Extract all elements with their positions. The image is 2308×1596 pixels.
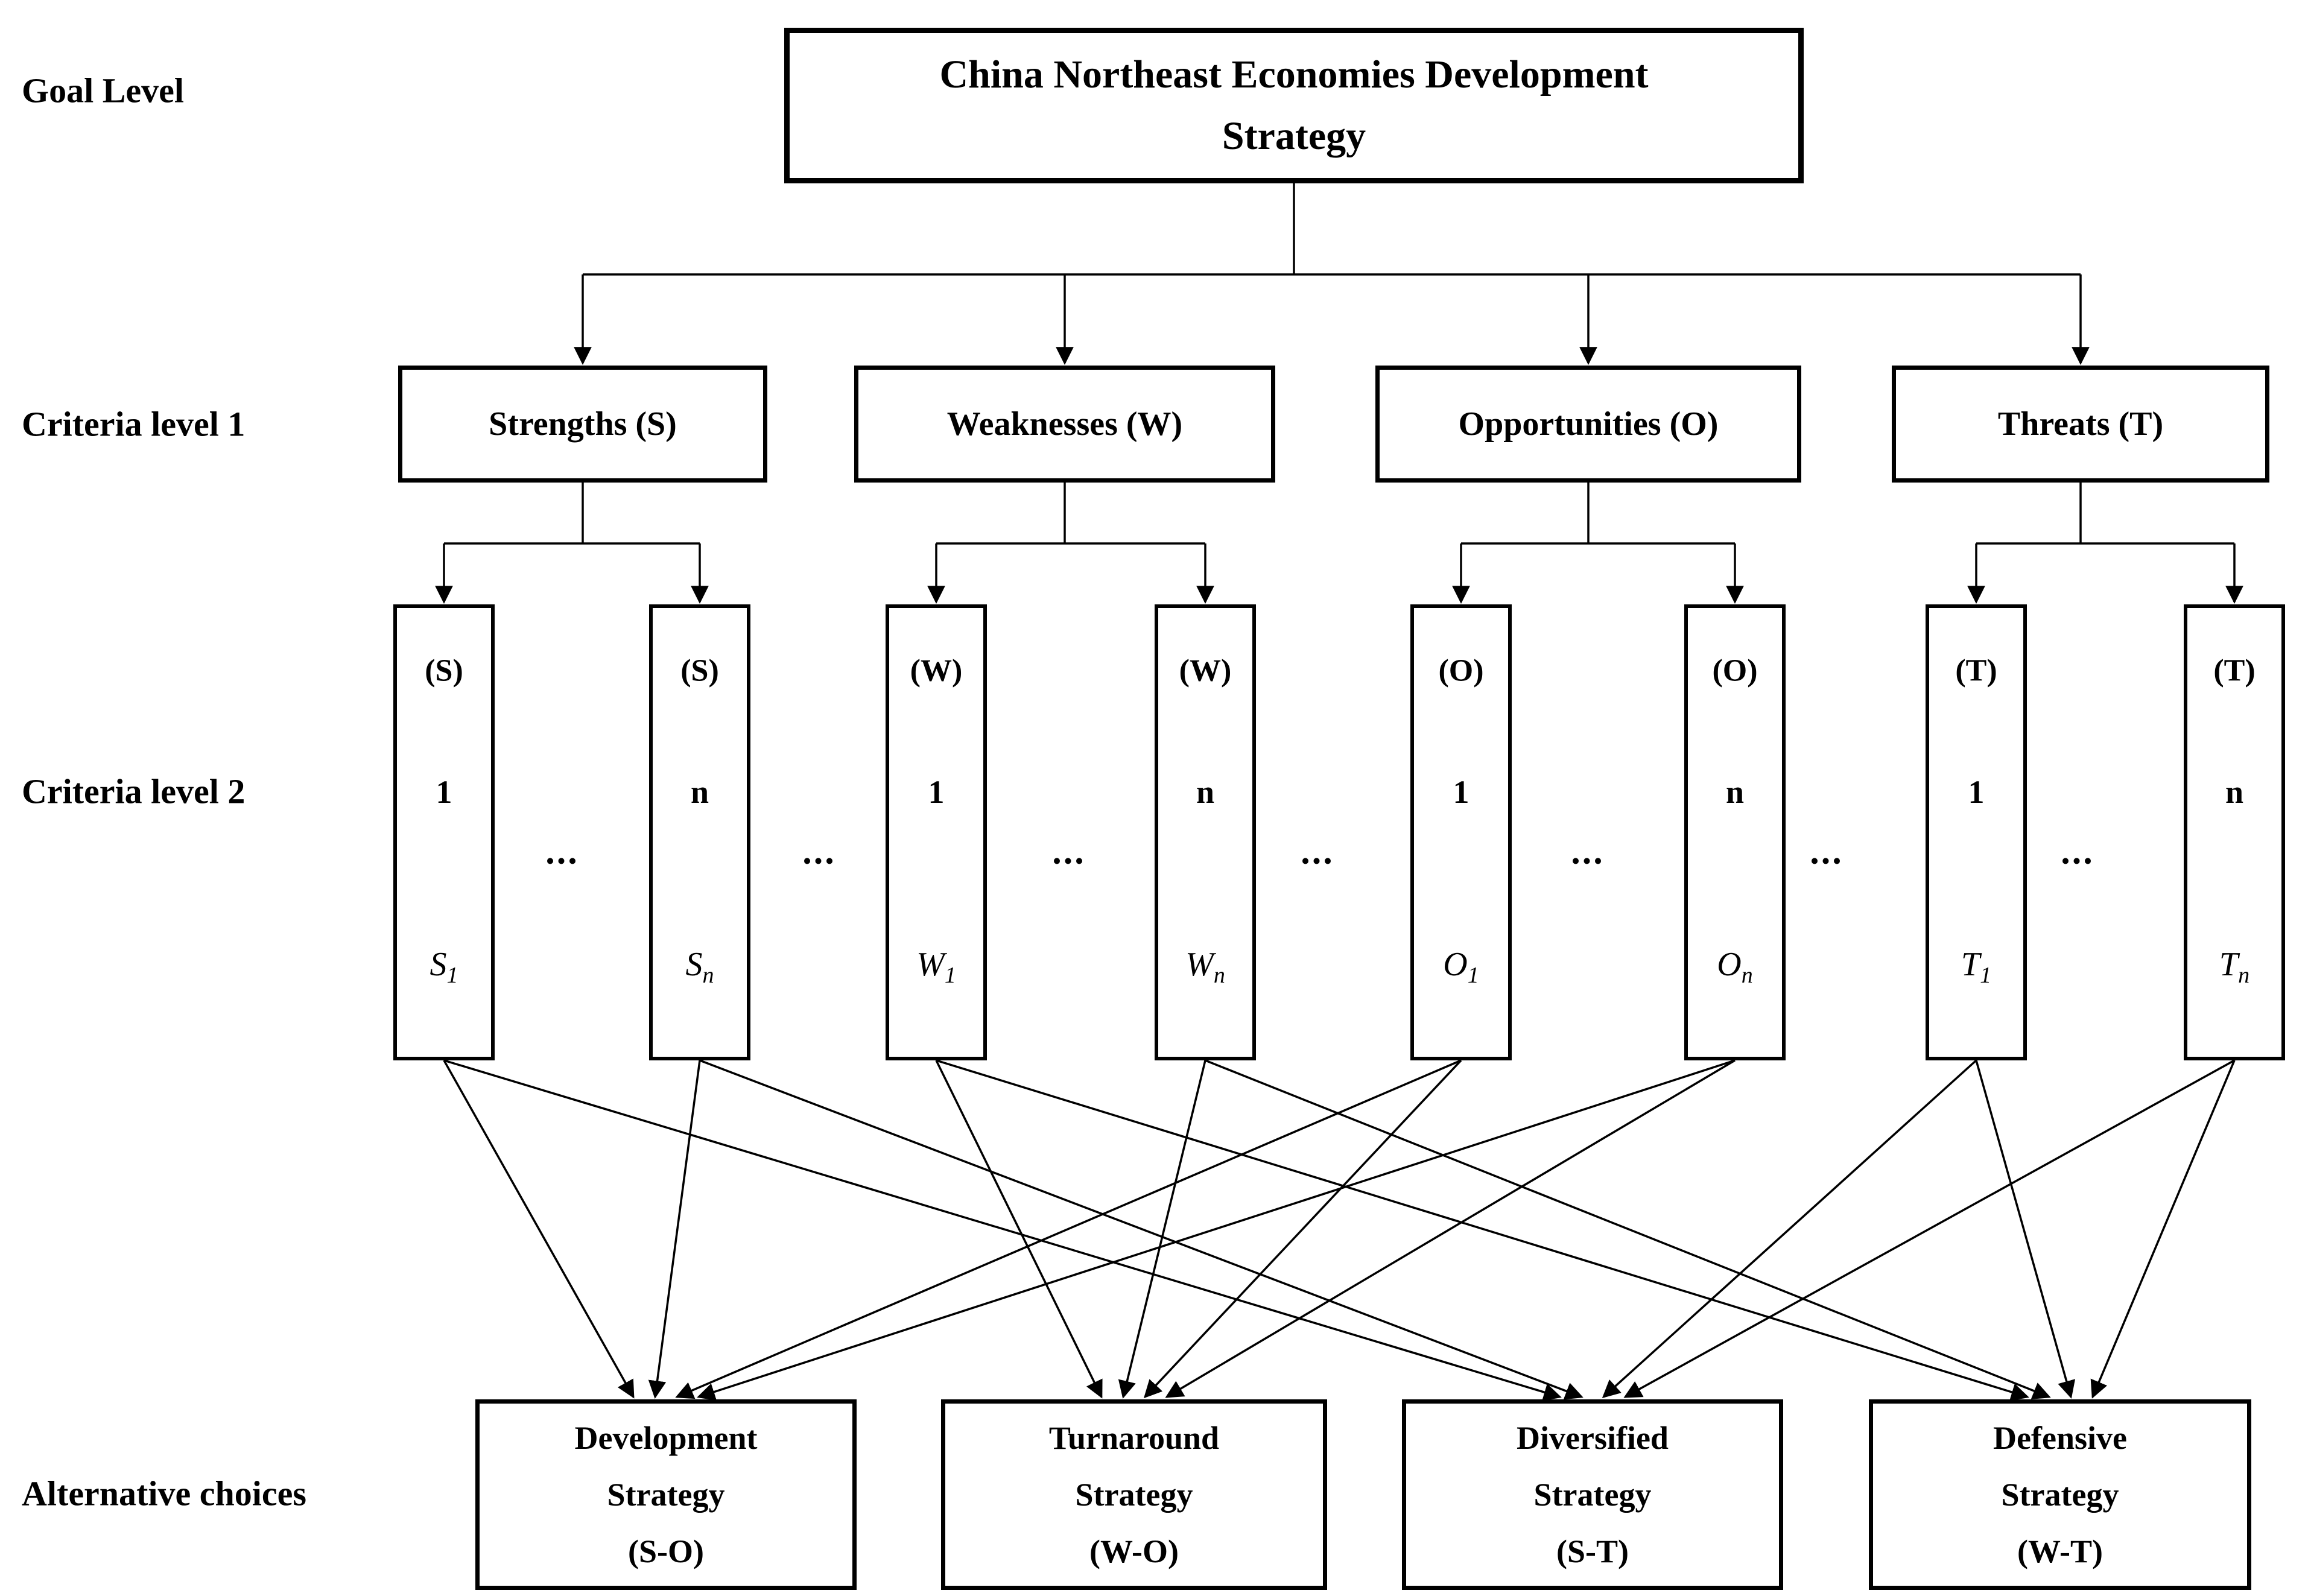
criteria2-node-wn: (W) n Wn bbox=[1155, 604, 1256, 1060]
row-label-criteria-level-1: Criteria level 1 bbox=[22, 404, 246, 444]
criteria1-node-threats: Threats (T) bbox=[1892, 366, 2269, 483]
row-label-criteria-level-2: Criteria level 2 bbox=[22, 771, 246, 811]
criteria2-index-label: n bbox=[690, 774, 709, 811]
alternative-node-turnaround: Turnaround Strategy (W-O) bbox=[941, 1399, 1327, 1590]
ellipsis: ... bbox=[2061, 831, 2094, 872]
criteria2-group-label: (W) bbox=[910, 653, 963, 688]
goal-node: China Northeast Economies Development St… bbox=[784, 28, 1804, 183]
criteria2-index-label: n bbox=[1725, 774, 1745, 811]
criteria2-node-sn: (S) n Sn bbox=[649, 604, 750, 1060]
ellipsis: ... bbox=[1301, 831, 1334, 872]
alternative-line: (W-T) bbox=[2017, 1533, 2103, 1569]
goal-title-line2: Strategy bbox=[1222, 114, 1366, 158]
criteria2-node-t1: (T) 1 T1 bbox=[1926, 604, 2027, 1060]
ellipsis: ... bbox=[1052, 831, 1086, 872]
alternative-line: Defensive bbox=[1993, 1420, 2127, 1457]
criteria1-node-strengths: Strengths (S) bbox=[398, 366, 767, 483]
criteria2-index-label: 1 bbox=[1968, 774, 1985, 811]
criteria1-node-weaknesses: Weaknesses (W) bbox=[854, 366, 1275, 483]
alternative-line: Turnaround bbox=[1048, 1420, 1220, 1457]
criteria2-group-label: (S) bbox=[680, 653, 719, 688]
alternative-line: Strategy bbox=[1075, 1477, 1193, 1513]
criteria2-symbol: W1 bbox=[916, 946, 956, 989]
criteria2-node-w1: (W) 1 W1 bbox=[886, 604, 987, 1060]
criteria2-symbol: On bbox=[1717, 946, 1753, 989]
alternative-line: (S-O) bbox=[628, 1533, 704, 1569]
criteria2-index-label: 1 bbox=[1453, 774, 1469, 811]
alternative-node-defensive: Defensive Strategy (W-T) bbox=[1869, 1399, 2251, 1590]
goal-title-line1: China Northeast Economies Development bbox=[939, 52, 1649, 97]
alternative-line: Strategy bbox=[607, 1477, 725, 1513]
alternative-line: Development bbox=[574, 1420, 758, 1457]
criteria2-index-label: 1 bbox=[928, 774, 945, 811]
alternative-line: (W-O) bbox=[1089, 1533, 1179, 1569]
alternative-node-development: Development Strategy (S-O) bbox=[475, 1399, 857, 1590]
criteria2-symbol: Tn bbox=[2219, 946, 2250, 989]
alternative-line: Strategy bbox=[2001, 1477, 2119, 1513]
criteria2-node-tn: (T) n Tn bbox=[2184, 604, 2285, 1060]
row-label-goal-level: Goal Level bbox=[22, 71, 185, 110]
criteria2-group-label: (S) bbox=[425, 653, 463, 688]
row-label-alternative-choices: Alternative choices bbox=[22, 1474, 306, 1513]
criteria2-group-label: (O) bbox=[1712, 653, 1758, 688]
criteria2-index-label: n bbox=[2225, 774, 2244, 811]
criteria2-symbol: Sn bbox=[685, 946, 714, 989]
alternative-node-diversified: Diversified Strategy (S-T) bbox=[1402, 1399, 1783, 1590]
criteria2-index-label: 1 bbox=[436, 774, 452, 811]
criteria2-node-o1: (O) 1 O1 bbox=[1410, 604, 1512, 1060]
alternative-line: (S-T) bbox=[1556, 1533, 1629, 1569]
criteria2-group-label: (W) bbox=[1179, 653, 1232, 688]
criteria2-node-s1: (S) 1 S1 bbox=[393, 604, 495, 1060]
criteria2-index-label: n bbox=[1196, 774, 1215, 811]
criteria2-group-label: (T) bbox=[2213, 653, 2256, 688]
ellipsis: ... bbox=[1571, 831, 1605, 872]
criteria2-node-on: (O) n On bbox=[1684, 604, 1786, 1060]
criteria2-symbol: O1 bbox=[1443, 946, 1479, 989]
ellipsis: ... bbox=[802, 831, 836, 872]
ellipsis: ... bbox=[545, 831, 579, 872]
criteria1-node-opportunities: Opportunities (O) bbox=[1375, 366, 1801, 483]
criteria2-group-label: (T) bbox=[1955, 653, 1997, 688]
criteria2-group-label: (O) bbox=[1438, 653, 1484, 688]
criteria2-symbol: T1 bbox=[1961, 946, 1992, 989]
criteria2-symbol: Wn bbox=[1185, 946, 1225, 989]
alternative-line: Strategy bbox=[1533, 1477, 1652, 1513]
criteria2-symbol: S1 bbox=[430, 946, 458, 989]
alternative-line: Diversified bbox=[1517, 1420, 1669, 1457]
ellipsis: ... bbox=[1810, 831, 1844, 872]
